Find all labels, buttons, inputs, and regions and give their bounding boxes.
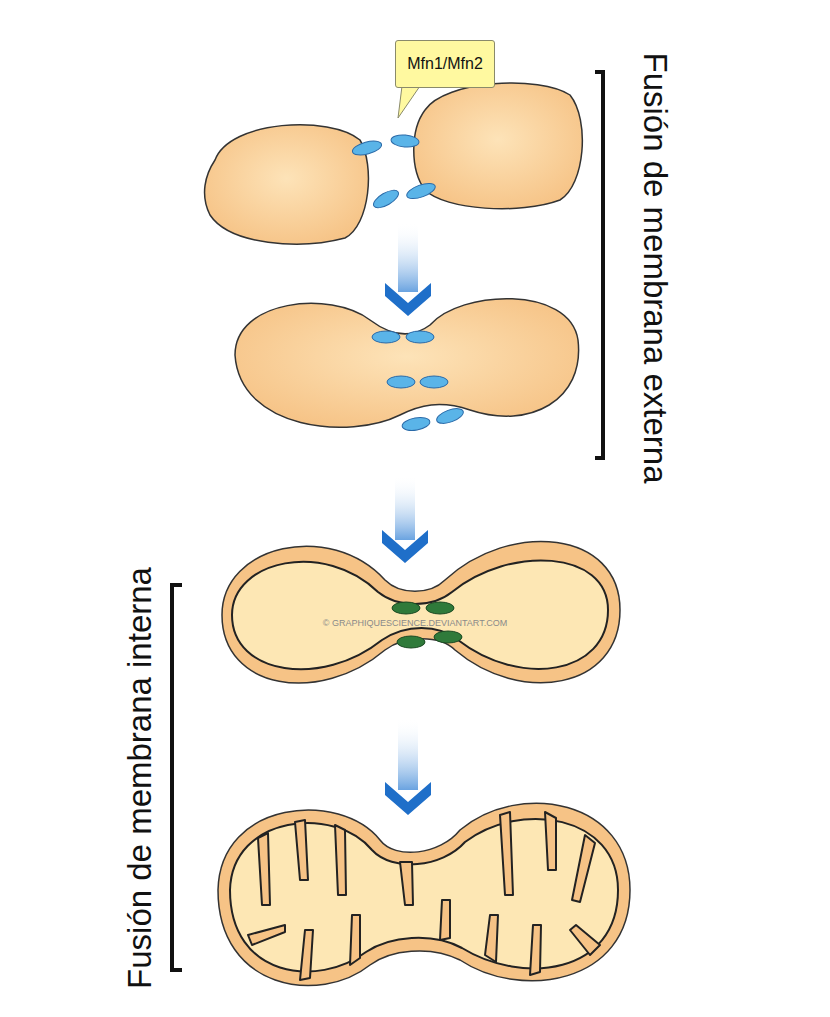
protein-label: Mfn1/Mfn2: [407, 55, 483, 73]
watermark: © GRAPHIQUESCIENCE.DEVIANTART.COM: [323, 618, 507, 628]
callout-bubble: Mfn1/Mfn2: [395, 40, 495, 88]
bracket-label: Fusión de membrana externa: [636, 52, 674, 483]
bracket-label: Fusión de membrana interna: [121, 567, 159, 989]
